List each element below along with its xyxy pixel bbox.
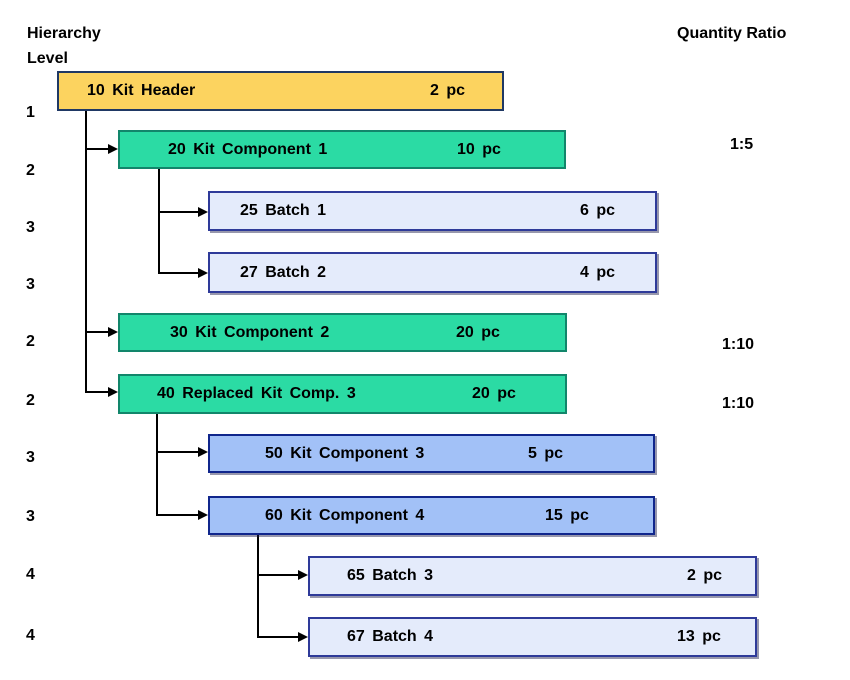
node-label: 50 Kit Component 3 xyxy=(265,444,425,462)
node-67-batch-4: 67 Batch 4 13 pc xyxy=(308,617,757,657)
node-50-kit-component-3: 50 Kit Component 3 5 pc xyxy=(208,434,655,473)
arrowhead-icon xyxy=(298,632,308,642)
node-label: 27 Batch 2 xyxy=(240,263,327,281)
node-qty: 5 pc xyxy=(528,444,564,462)
arrowhead-icon xyxy=(108,144,118,154)
connector-line xyxy=(158,169,160,274)
arrowhead-icon xyxy=(298,570,308,580)
quantity-ratio-value: 1:10 xyxy=(722,395,755,412)
hierarchy-level-value: 2 xyxy=(26,392,35,409)
node-qty: 15 pc xyxy=(545,506,589,524)
node-27-batch-2: 27 Batch 2 4 pc xyxy=(208,252,657,293)
connector-line xyxy=(259,574,298,576)
node-label: 65 Batch 3 xyxy=(347,567,434,584)
node-label: 20 Kit Component 1 xyxy=(168,140,328,158)
connector-line xyxy=(85,111,87,393)
connector-line xyxy=(257,535,259,638)
node-65-batch-3: 65 Batch 3 2 pc xyxy=(308,556,757,596)
connector-line xyxy=(160,211,198,213)
hierarchy-level-value: 4 xyxy=(26,566,35,583)
connector-line xyxy=(156,414,158,516)
arrowhead-icon xyxy=(198,207,208,217)
node-label: 10 Kit Header xyxy=(87,82,196,99)
hierarchy-level-value: 3 xyxy=(26,449,35,466)
arrowhead-icon xyxy=(108,387,118,397)
hierarchy-level-value: 3 xyxy=(26,508,35,525)
hierarchy-level-value: 3 xyxy=(26,276,35,293)
quantity-ratio-heading: Quantity Ratio xyxy=(677,25,787,42)
node-qty: 13 pc xyxy=(677,628,721,645)
node-label: 30 Kit Component 2 xyxy=(170,323,330,341)
node-30-kit-component-2: 30 Kit Component 2 20 pc xyxy=(118,313,567,352)
connector-line xyxy=(87,331,109,333)
connector-line xyxy=(87,391,109,393)
node-20-kit-component-1: 20 Kit Component 1 10 pc xyxy=(118,130,566,169)
hierarchy-level-value: 4 xyxy=(26,627,35,644)
arrowhead-icon xyxy=(198,447,208,457)
node-qty: 4 pc xyxy=(580,263,616,281)
node-label: 67 Batch 4 xyxy=(347,628,434,645)
hierarchy-level-value: 2 xyxy=(26,333,35,350)
connector-line xyxy=(160,272,198,274)
hierarchy-level-heading: Hierarchy Level xyxy=(27,25,101,67)
node-40-replaced-kit-comp-3: 40 Replaced Kit Comp. 3 20 pc xyxy=(118,374,567,414)
node-60-kit-component-4: 60 Kit Component 4 15 pc xyxy=(208,496,655,535)
hierarchy-level-value: 2 xyxy=(26,162,35,179)
node-label: 40 Replaced Kit Comp. 3 xyxy=(157,385,356,402)
node-label: 25 Batch 1 xyxy=(240,202,327,219)
quantity-ratio-value: 1:10 xyxy=(722,336,755,353)
node-qty: 20 pc xyxy=(472,385,516,402)
connector-line xyxy=(158,514,198,516)
connector-line xyxy=(259,636,298,638)
connector-line xyxy=(158,451,198,453)
connector-line xyxy=(87,148,109,150)
node-label: 60 Kit Component 4 xyxy=(265,506,425,524)
arrowhead-icon xyxy=(108,327,118,337)
node-25-batch-1: 25 Batch 1 6 pc xyxy=(208,191,657,231)
arrowhead-icon xyxy=(198,510,208,520)
quantity-ratio-value: 1:5 xyxy=(730,136,754,153)
node-qty: 2 pc xyxy=(430,82,466,99)
node-qty: 2 pc xyxy=(687,567,723,584)
hierarchy-level-value: 3 xyxy=(26,219,35,236)
hierarchy-level-value: 1 xyxy=(26,104,35,121)
node-qty: 6 pc xyxy=(580,202,616,219)
node-qty: 10 pc xyxy=(457,140,501,158)
node-10-kit-header: 10 Kit Header 2 pc xyxy=(57,71,504,111)
node-qty: 20 pc xyxy=(456,323,500,341)
arrowhead-icon xyxy=(198,268,208,278)
